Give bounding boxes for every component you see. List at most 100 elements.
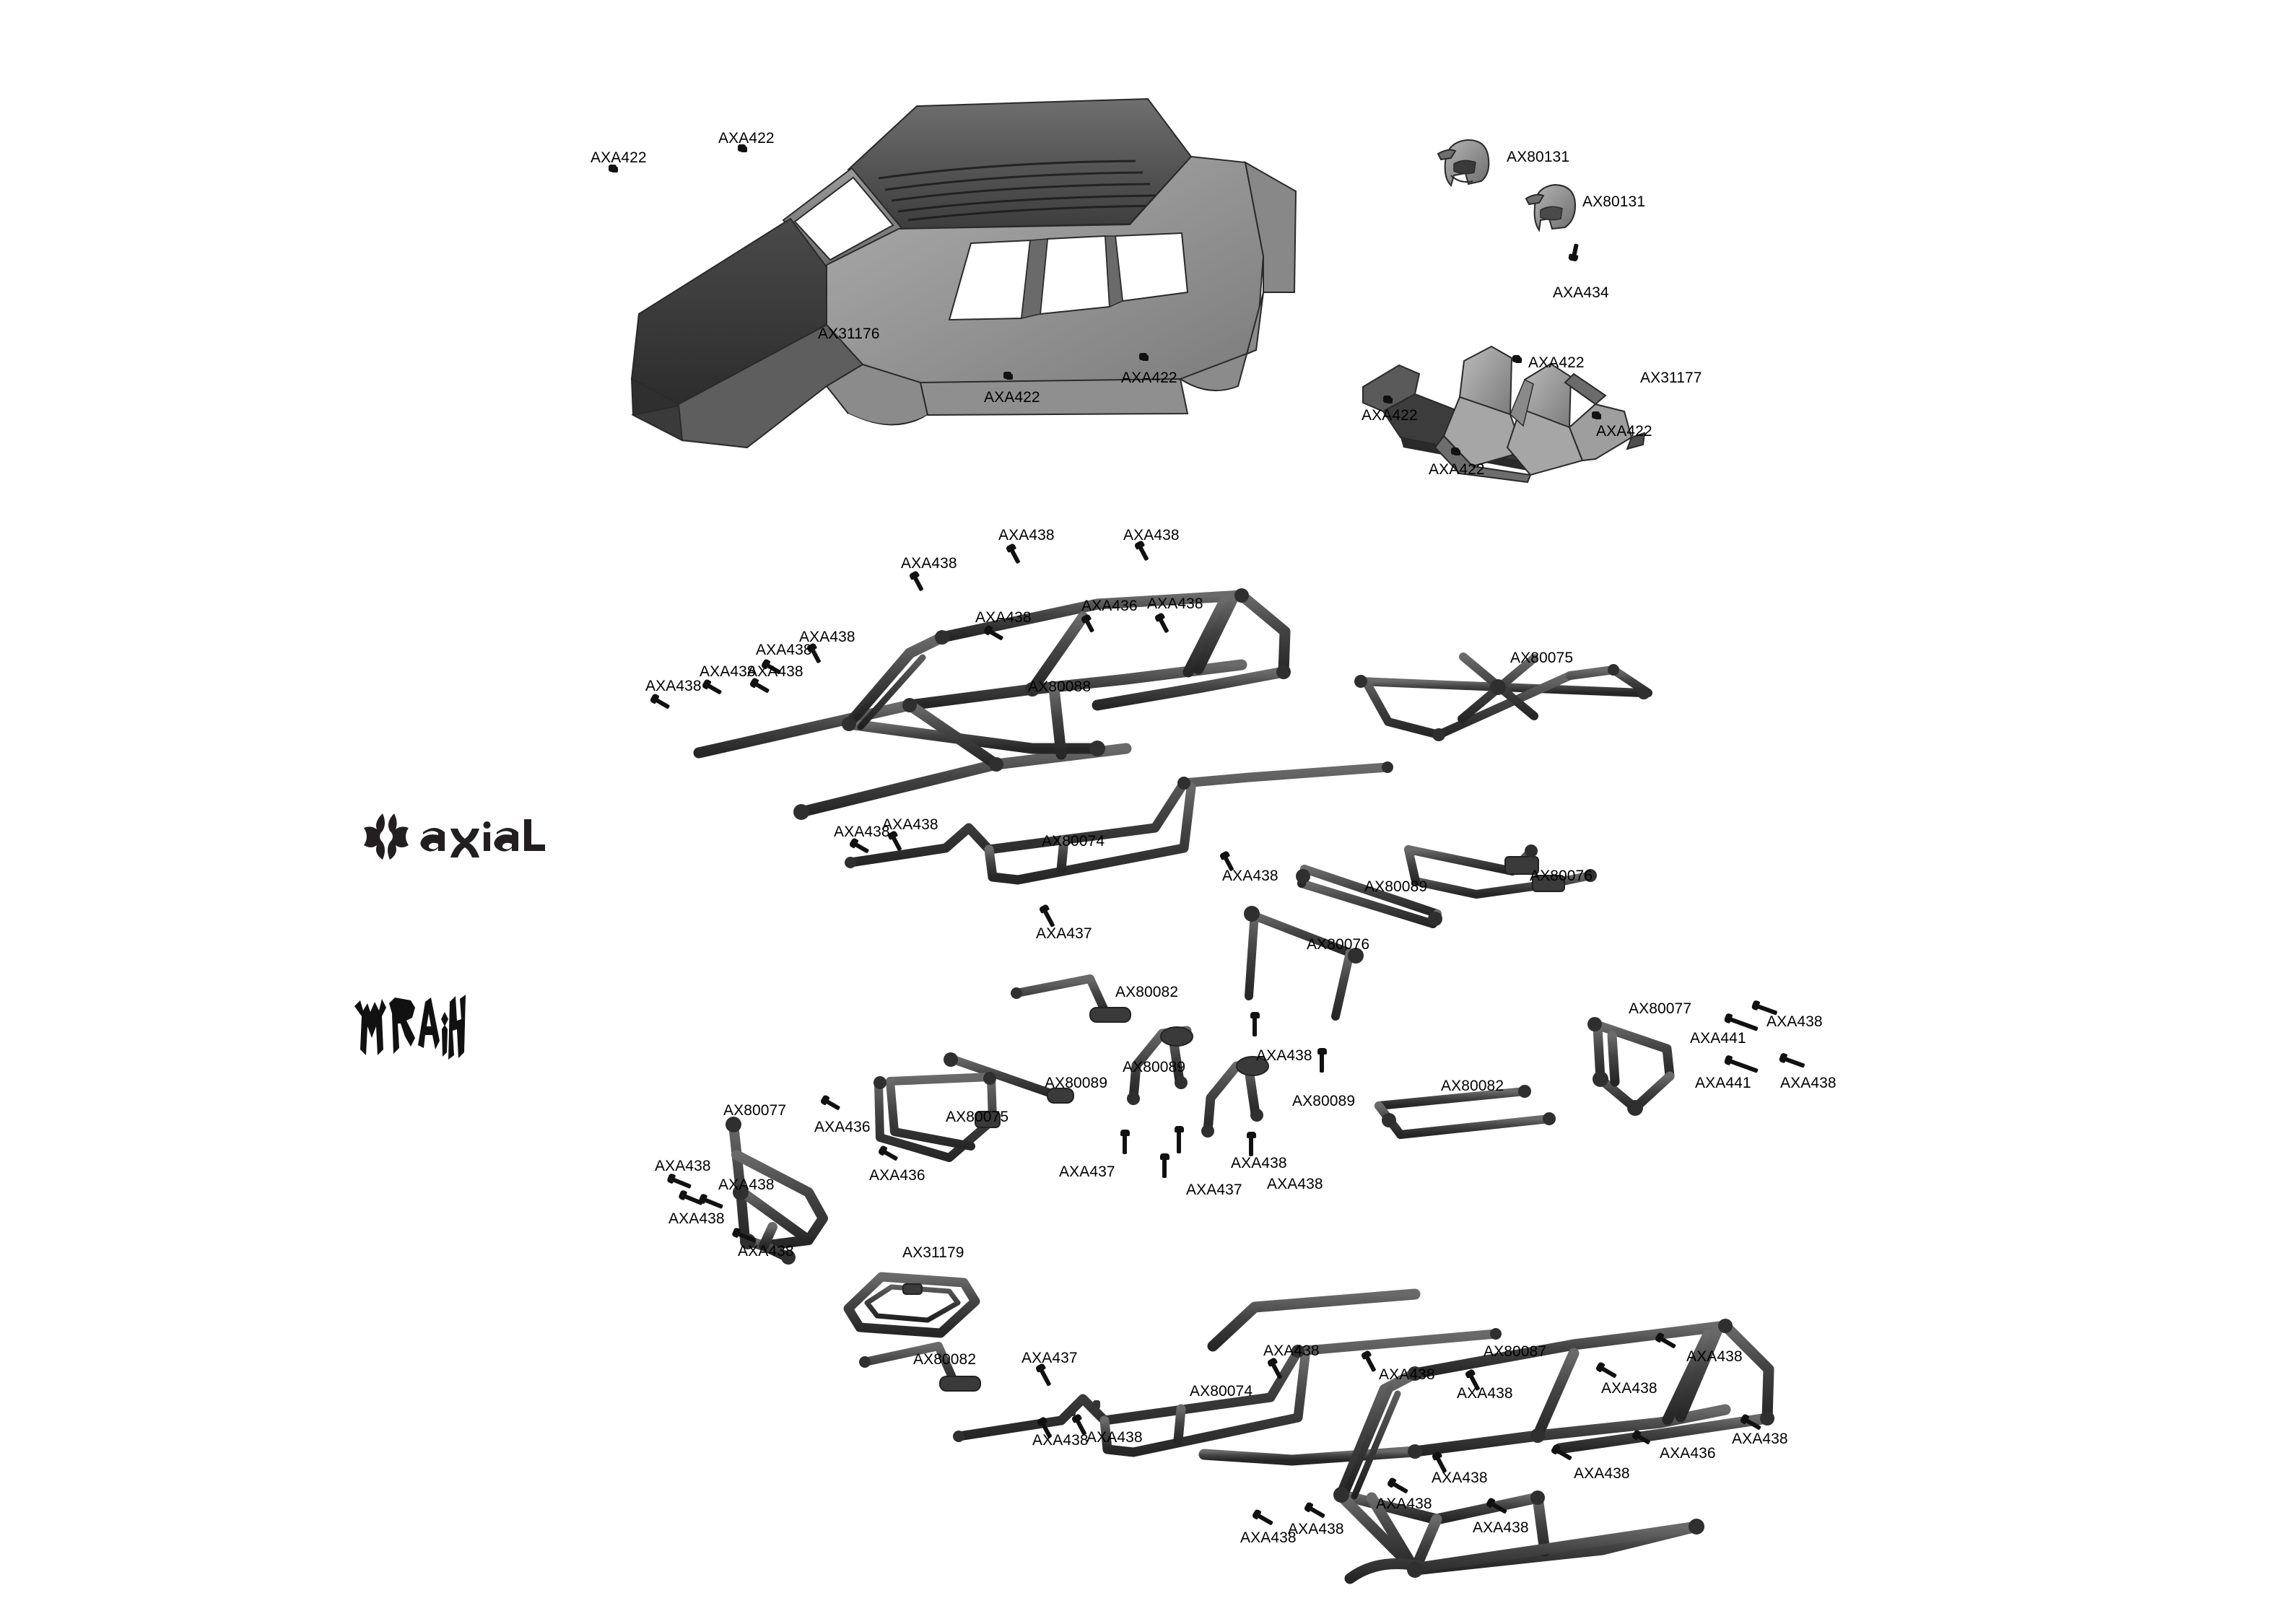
callout-label: AXA422 xyxy=(984,389,1040,406)
callout-label: AX80082 xyxy=(913,1351,977,1368)
callout-label: AXA437 xyxy=(1021,1350,1078,1366)
callout-label: AXA438 xyxy=(1032,1432,1089,1449)
callout-label: AXA438 xyxy=(668,1210,725,1227)
clip-axa422[interactable] xyxy=(1003,372,1011,379)
part-helmet-right[interactable] xyxy=(1523,177,1581,238)
callout-label: AXA422 xyxy=(591,149,647,166)
callout-label: AX80074 xyxy=(1042,833,1105,850)
axial-logo xyxy=(361,812,545,863)
callout-label: AXA436 xyxy=(1081,598,1138,614)
clip-axa422[interactable] xyxy=(1592,411,1600,419)
callout-label: AXA434 xyxy=(1553,284,1609,301)
callout-label: AXA438 xyxy=(1267,1176,1323,1192)
clip-axa422[interactable] xyxy=(609,165,617,172)
callout-label: AX80077 xyxy=(1629,1000,1692,1017)
callout-label: AXA438 xyxy=(975,609,1032,626)
part-front-hoop-left[interactable] xyxy=(722,1112,866,1265)
callout-label: AXA438 xyxy=(1288,1521,1344,1537)
callout-label: AXA438 xyxy=(1379,1366,1435,1383)
callout-label: AXA438 xyxy=(1376,1496,1432,1512)
part-ladder-bar-right[interactable] xyxy=(1372,1075,1559,1155)
callout-label: AX80076 xyxy=(1307,936,1370,953)
callout-label: AXA437 xyxy=(1186,1182,1242,1198)
callout-label: AXA441 xyxy=(1690,1030,1746,1047)
part-grille-surround[interactable] xyxy=(870,1068,1014,1169)
callout-label: AX80089 xyxy=(1292,1093,1356,1109)
clip-axa422[interactable] xyxy=(1451,448,1459,455)
callout-label: AXA438 xyxy=(1601,1380,1657,1397)
callout-label: AXA441 xyxy=(1695,1075,1751,1091)
callout-label: AXA422 xyxy=(1528,354,1585,371)
part-bent-link-upper[interactable] xyxy=(1011,967,1148,1032)
part-link-brace-upper[interactable] xyxy=(1296,852,1455,931)
callout-label: AX80075 xyxy=(1510,650,1574,666)
callout-label: AXA422 xyxy=(1362,407,1418,424)
callout-label: AXA437 xyxy=(1059,1164,1115,1180)
callout-label: AX80082 xyxy=(1115,984,1179,1000)
callout-label: AXA438 xyxy=(655,1158,711,1174)
clip-axa422[interactable] xyxy=(738,144,746,152)
callout-label: AXA438 xyxy=(1256,1047,1312,1064)
part-cross-member-mid[interactable] xyxy=(1242,902,1422,1025)
callout-label: AX80089 xyxy=(1364,878,1428,895)
callout-label: AX31179 xyxy=(902,1244,964,1261)
clip-axa422[interactable] xyxy=(1139,353,1147,360)
part-roof-x-brace[interactable] xyxy=(1354,650,1657,743)
part-link-hoop-left[interactable] xyxy=(1119,996,1220,1105)
callout-label: AXA436 xyxy=(814,1119,871,1135)
callout-label: AXA438 xyxy=(756,642,812,658)
part-roll-cage-right[interactable] xyxy=(1198,1281,1798,1592)
callout-label: AX80075 xyxy=(946,1109,1009,1125)
callout-label: AX80089 xyxy=(1123,1059,1186,1075)
part-link-brace-mid[interactable] xyxy=(942,1048,1079,1113)
callout-label: AXA438 xyxy=(901,555,957,572)
callout-label: AXA438 xyxy=(998,527,1055,543)
callout-label: AXA438 xyxy=(738,1243,794,1260)
callout-label: AXA438 xyxy=(1574,1465,1630,1482)
clip-axa422[interactable] xyxy=(1512,355,1520,362)
wraith-logo xyxy=(350,995,466,1063)
part-interior-tray[interactable] xyxy=(1357,318,1660,484)
callout-label: AXA438 xyxy=(834,824,890,840)
callout-label: AXA438 xyxy=(718,1176,775,1193)
callout-label: AXA436 xyxy=(869,1167,925,1184)
part-skid-plate-frame[interactable] xyxy=(841,1267,985,1346)
part-link-hoop-right[interactable] xyxy=(1195,1029,1296,1138)
callout-label: AXA438 xyxy=(1432,1470,1488,1486)
callout-label: AX80077 xyxy=(723,1102,787,1119)
callout-label: AXA438 xyxy=(1086,1429,1143,1446)
callout-label: AXA438 xyxy=(747,663,803,680)
part-body-shell[interactable] xyxy=(610,76,1332,451)
callout-label: AXA438 xyxy=(1686,1348,1743,1365)
part-roll-cage-left[interactable] xyxy=(693,538,1314,826)
callout-label: AX80131 xyxy=(1507,149,1570,165)
callout-label: AXA436 xyxy=(1660,1445,1716,1462)
part-helmet-left[interactable] xyxy=(1437,134,1494,195)
callout-label: AXA438 xyxy=(882,816,938,833)
callout-label: AXA422 xyxy=(1429,461,1485,478)
callout-label: AX80087 xyxy=(1484,1343,1547,1360)
part-bent-link-lower[interactable] xyxy=(859,1332,996,1404)
part-a-frame-brace-right[interactable] xyxy=(1585,1007,1693,1122)
callout-label: AXA438 xyxy=(1767,1013,1823,1030)
callout-label: AX31177 xyxy=(1640,370,1702,386)
callout-label: AXA438 xyxy=(1222,868,1278,884)
part-side-rail-upper[interactable] xyxy=(845,761,1393,891)
callout-label: AX31176 xyxy=(818,326,880,342)
part-side-rail-lower[interactable] xyxy=(953,1328,1502,1458)
callout-label: AX80082 xyxy=(1441,1078,1504,1094)
callout-label: AXA438 xyxy=(1473,1519,1529,1536)
callout-label: AXA422 xyxy=(1596,423,1652,440)
callout-label: AXA422 xyxy=(718,130,775,147)
callout-label: AXA438 xyxy=(799,629,855,645)
callout-label: AXA438 xyxy=(1732,1431,1788,1447)
callout-label: AXA438 xyxy=(1123,527,1180,543)
callout-label: AXA438 xyxy=(645,678,702,694)
clip-axa422[interactable] xyxy=(1383,396,1391,403)
callout-label: AX80089 xyxy=(1045,1075,1108,1091)
callout-label: AX80074 xyxy=(1190,1383,1253,1400)
part-cross-member-upper[interactable] xyxy=(1404,841,1606,927)
callout-label: AXA438 xyxy=(1263,1343,1320,1359)
callout-label: AXA438 xyxy=(700,663,756,680)
